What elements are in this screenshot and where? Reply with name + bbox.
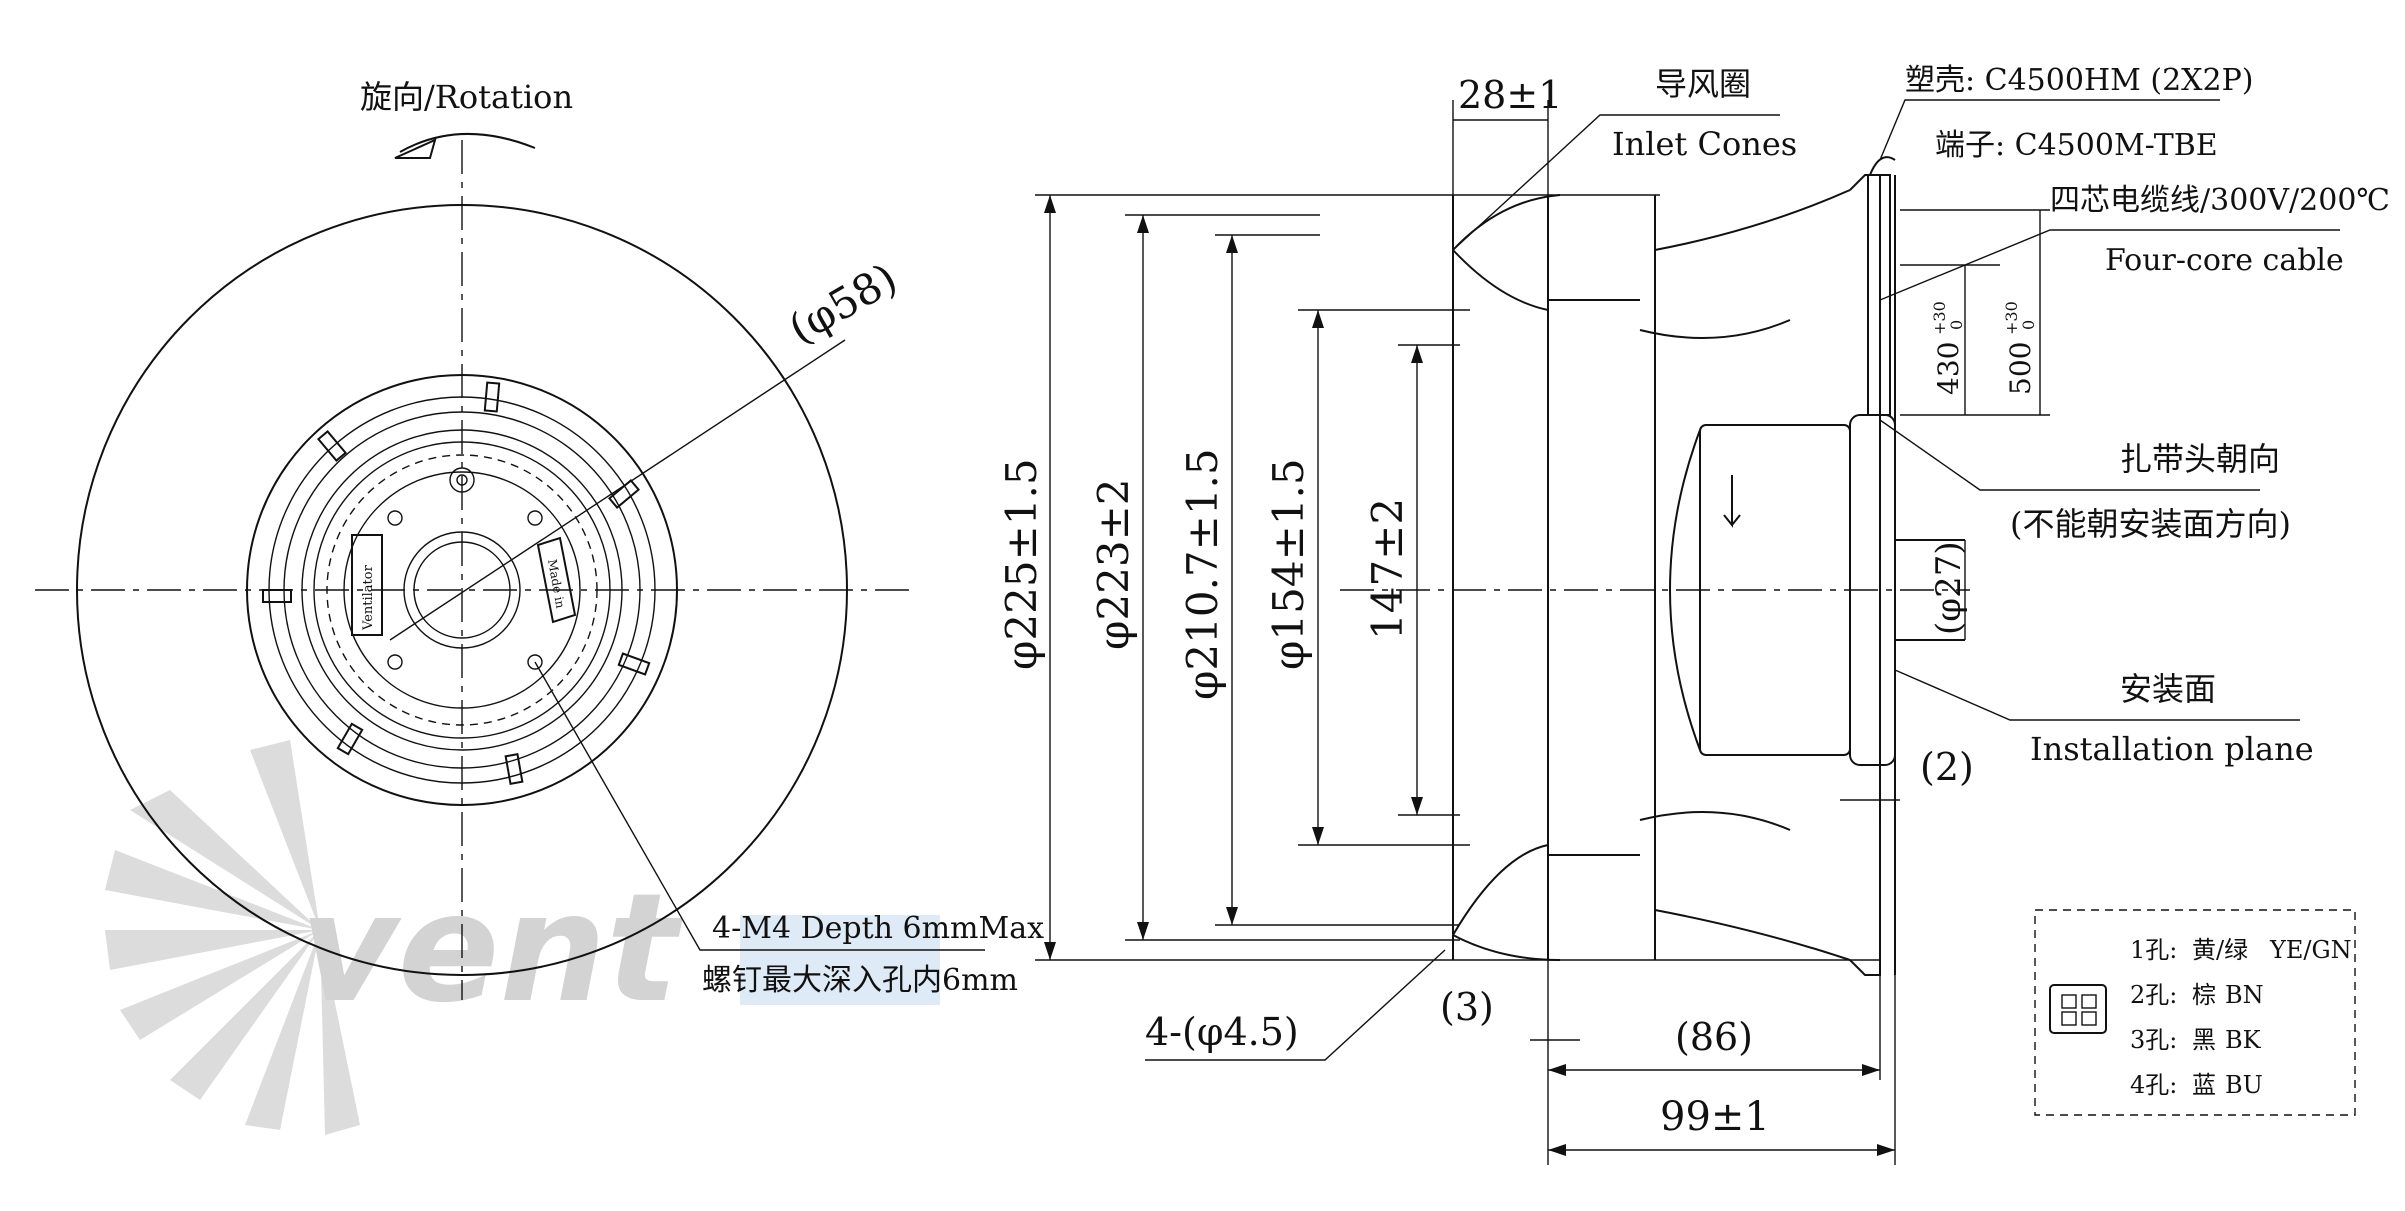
tie-head-note: (不能朝安装面方向) xyxy=(2010,505,2291,543)
pin-color-cn: 蓝 xyxy=(2192,1071,2216,1099)
pin-color-cn: 黄/绿 xyxy=(2192,936,2248,964)
install-plane-cn: 安装面 xyxy=(2120,670,2216,708)
cable-tol0-500: 0 xyxy=(2019,320,2038,330)
gap-3: (3) xyxy=(1440,985,1494,1029)
wiring-row: 4孔: 蓝 BU xyxy=(2130,1071,2263,1099)
housing-label: 塑壳: C4500HM (2X2P) xyxy=(1905,63,2254,98)
wiring-table: 1孔: 黄/绿 YE/GN 2孔: 棕 BN 3孔: 黑 BK 4孔: 蓝 BU xyxy=(2034,909,2356,1116)
cable-length-430: 430 xyxy=(1932,342,1965,395)
watermark-logo: vent xyxy=(105,740,940,1135)
gap-2: (2) xyxy=(1920,745,1974,789)
install-plane-en: Installation plane xyxy=(2030,730,2314,768)
wiring-row: 1孔: 黄/绿 YE/GN xyxy=(2130,936,2352,964)
pin-color-code: YE/GN xyxy=(2269,936,2352,964)
pin-color-code: BK xyxy=(2225,1026,2262,1054)
inlet-cones-cn: 导风圈 xyxy=(1655,65,1751,103)
screw-note-cn: 螺钉最大深入孔内6mm xyxy=(702,963,1018,998)
pin-color-cn: 黑 xyxy=(2192,1026,2216,1054)
pin-color-code: BU xyxy=(2225,1071,2263,1099)
dim-dia-225: φ225±1.5 xyxy=(997,458,1046,670)
wiring-row: 3孔: 黑 BK xyxy=(2130,1026,2262,1054)
shaft-diameter: (φ27) xyxy=(1929,541,1969,635)
cable-tol-430: +30 xyxy=(1930,301,1949,335)
dim-dia-223: φ223±2 xyxy=(1089,479,1138,651)
pin-color-code: BN xyxy=(2225,981,2264,1009)
dim-28: 28±1 xyxy=(1458,73,1562,117)
watermark-text: vent xyxy=(300,862,683,1036)
side-view: φ225±1.5 φ223±2 φ210.7±1.5 φ154±1.5 147±… xyxy=(997,63,2390,1165)
cable-tol-500: +30 xyxy=(2002,301,2021,335)
dim-147: 147±2 xyxy=(1363,498,1412,640)
tie-head-cn: 扎带头朝向 xyxy=(2120,440,2280,478)
pin-label: 2孔: xyxy=(2130,981,2177,1009)
dim-dia-210: φ210.7±1.5 xyxy=(1178,448,1227,700)
cable-label-cn: 四芯电缆线/300V/200℃ xyxy=(2050,183,2390,218)
pin-label: 4孔: xyxy=(2130,1071,2177,1099)
inlet-cones-en: Inlet Cones xyxy=(1612,125,1797,163)
depth-86: (86) xyxy=(1675,1015,1753,1059)
cable-tol0-430: 0 xyxy=(1947,320,1966,330)
rotation-label: 旋向/Rotation xyxy=(360,78,573,116)
holes-label: 4-(φ4.5) xyxy=(1145,1010,1299,1054)
dim-dia-154: φ154±1.5 xyxy=(1264,458,1313,670)
terminal-label: 端子: C4500M-TBE xyxy=(1935,128,2218,163)
center-diameter-label: (φ58) xyxy=(781,253,906,353)
wiring-row: 2孔: 棕 BN xyxy=(2130,981,2264,1009)
motor-label-left: Ventilator xyxy=(361,564,376,631)
depth-99: 99±1 xyxy=(1660,1094,1770,1140)
cable-length-500: 500 xyxy=(2004,342,2037,395)
pin-color-cn: 棕 xyxy=(2192,981,2216,1009)
cable-label-en: Four-core cable xyxy=(2105,243,2344,278)
screw-note-en: 4-M4 Depth 6mmMax xyxy=(712,911,1044,946)
pin-label: 3孔: xyxy=(2130,1026,2177,1054)
pin-label: 1孔: xyxy=(2130,936,2177,964)
